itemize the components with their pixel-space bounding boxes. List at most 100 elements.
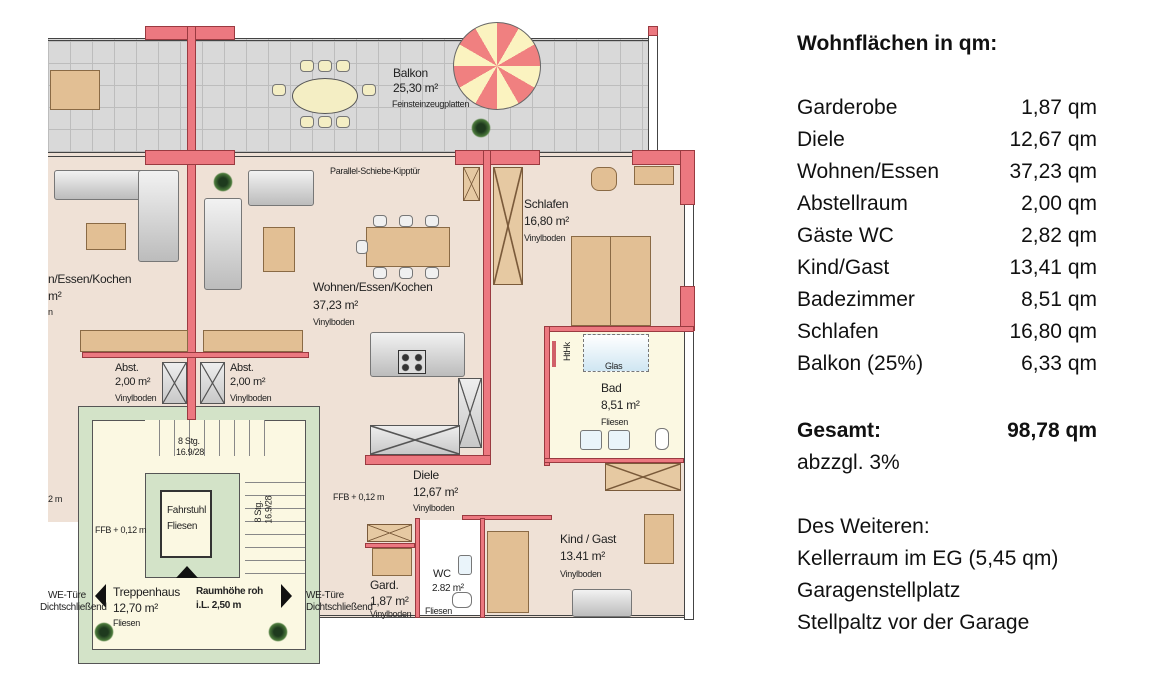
washbasin bbox=[580, 430, 602, 450]
stairs-dims: 16.9/28 bbox=[176, 447, 204, 457]
balcony-floor: Feinsteinzeugplatten bbox=[392, 99, 470, 109]
heater-label: HtHk bbox=[561, 342, 572, 362]
door-right-l2: Dichtschließend bbox=[306, 602, 373, 613]
wall bbox=[415, 518, 420, 618]
stairs-steps: 8 Stg. bbox=[178, 436, 200, 446]
wc-floor bbox=[420, 520, 482, 615]
storage-shelf bbox=[162, 362, 187, 404]
wall bbox=[544, 326, 550, 466]
storage-right-floor: Vinylboden bbox=[230, 393, 272, 403]
plant-icon bbox=[213, 172, 233, 192]
storage-right-name: Abst. bbox=[230, 362, 254, 374]
neighbor-ffb: 2 m bbox=[48, 494, 63, 504]
wardrobe-area: 1,87 m² bbox=[370, 594, 409, 608]
living-name: Wohnen/Essen/Kochen bbox=[313, 280, 433, 294]
sofa bbox=[572, 589, 632, 617]
wardrobe-cabinet bbox=[493, 167, 523, 285]
area-row: Balkon (25%) 6,33 qm bbox=[797, 352, 1097, 378]
wardrobe-floor: Vinylboden bbox=[370, 609, 412, 619]
stair-steps bbox=[145, 420, 265, 456]
toilet bbox=[452, 592, 472, 608]
extras-title: Des Weiteren: bbox=[797, 515, 930, 538]
wardrobe-cabinet bbox=[367, 524, 412, 542]
right-outer-wall bbox=[684, 200, 694, 620]
storage-left-floor: Vinylboden bbox=[115, 393, 157, 403]
wall bbox=[544, 326, 694, 332]
hall-ffb: FFB + 0,12 m bbox=[333, 492, 385, 502]
total-label: Gesamt: bbox=[797, 419, 882, 442]
sofa bbox=[248, 170, 314, 206]
area-label: Abstellraum bbox=[797, 192, 908, 215]
bath-area: 8,51 m² bbox=[601, 398, 640, 412]
storage-left-name: Abst. bbox=[115, 362, 139, 374]
kid-name: Kind / Gast bbox=[560, 532, 617, 546]
hall-area: 12,67 m² bbox=[413, 485, 458, 499]
hall-name: Diele bbox=[413, 468, 439, 482]
balcony-table bbox=[50, 70, 100, 110]
floor-plan: Balkon 25,30 m² Feinsteinzeugplatten Par… bbox=[40, 22, 695, 664]
total-row: Gesamt: 98,78 qm bbox=[797, 419, 1097, 445]
bath-floor: Fliesen bbox=[601, 417, 628, 427]
extra-item: Kellerraum im EG (5,45 qm) bbox=[797, 547, 1059, 570]
tv-board bbox=[634, 166, 674, 185]
areas-title: Wohnflächen in qm: bbox=[797, 32, 998, 55]
sideboard bbox=[80, 330, 188, 352]
kitchen-cabinet bbox=[458, 378, 482, 448]
area-value: 13,41 qm bbox=[1009, 256, 1097, 279]
area-label: Schlafen bbox=[797, 320, 879, 343]
neighbor-living-area: m² bbox=[48, 289, 62, 303]
stair-steps-side bbox=[245, 470, 305, 580]
wall bbox=[145, 150, 235, 165]
dresser bbox=[605, 463, 681, 491]
wall bbox=[455, 150, 540, 165]
bedroom-floor: Vinylboden bbox=[524, 233, 566, 243]
kitchen-counter bbox=[370, 425, 460, 455]
door-left-l1: WE-Türe bbox=[48, 590, 86, 601]
area-label: Balkon (25%) bbox=[797, 352, 924, 375]
door-left-l2: Dichtschließend bbox=[40, 602, 107, 613]
room-height-label: Raumhöhe roh bbox=[196, 586, 263, 597]
right-arrow-icon bbox=[281, 584, 292, 608]
area-label: Diele bbox=[797, 128, 845, 151]
kid-area: 13.41 m² bbox=[560, 549, 605, 563]
window-note: Parallel-Schiebe-Kipptür bbox=[330, 166, 420, 176]
armchair bbox=[591, 167, 617, 191]
window-line bbox=[48, 152, 688, 157]
extra-item: Garagenstellplatz bbox=[797, 579, 961, 602]
toilet bbox=[655, 428, 669, 450]
desk bbox=[644, 514, 674, 564]
plant-icon bbox=[268, 622, 288, 642]
total-value: 98,78 qm bbox=[1007, 419, 1097, 442]
sofa bbox=[138, 170, 179, 262]
balcony-area: 25,30 m² bbox=[393, 81, 438, 95]
neighbor-living-floor: n bbox=[48, 307, 53, 317]
wall bbox=[462, 515, 552, 520]
coffee-table bbox=[86, 223, 126, 250]
wall bbox=[483, 150, 491, 465]
elevator-cabin bbox=[160, 490, 212, 558]
extra-item: Stellpaltz vor der Garage bbox=[797, 611, 1030, 634]
room-height-value: i.L. 2,50 m bbox=[196, 600, 242, 611]
stairs-side-dims: 16.9/28 bbox=[263, 495, 274, 524]
area-value: 2,82 qm bbox=[1021, 224, 1097, 247]
area-value: 8,51 qm bbox=[1021, 288, 1097, 311]
cooktop-icon bbox=[398, 350, 426, 374]
up-arrow-icon bbox=[176, 566, 198, 578]
dining-table bbox=[366, 227, 450, 267]
sofa bbox=[204, 198, 242, 290]
balcony-railing bbox=[648, 28, 658, 154]
balcony-table-oval bbox=[292, 78, 358, 114]
washbasin bbox=[458, 555, 472, 575]
area-value: 12,67 qm bbox=[1009, 128, 1097, 151]
deduction: abzzgl. 3% bbox=[797, 451, 900, 474]
stairwell-area: 12,70 m² bbox=[113, 601, 158, 615]
area-value: 6,33 qm bbox=[1021, 352, 1097, 375]
bed-divider bbox=[610, 236, 611, 326]
living-floor: Vinylboden bbox=[313, 317, 355, 327]
wall bbox=[82, 352, 309, 358]
